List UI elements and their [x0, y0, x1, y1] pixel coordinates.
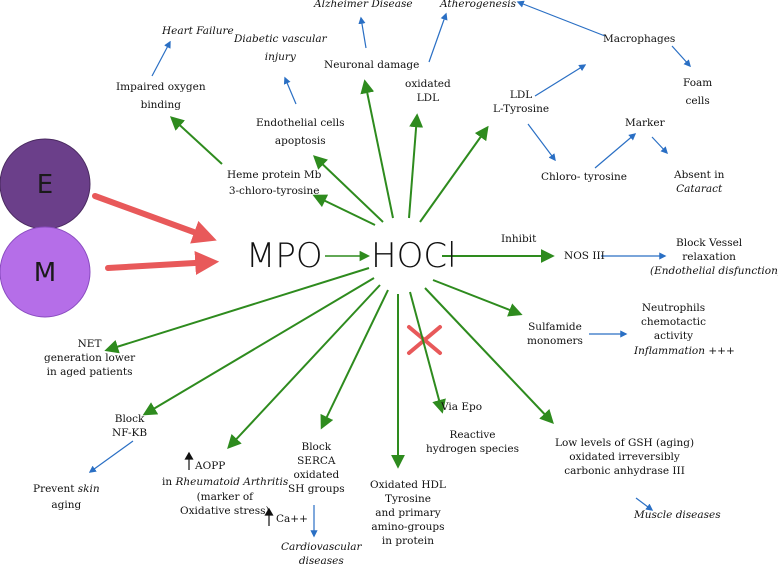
green-arrows: [104, 79, 555, 469]
atherogenesis-label: Atherogenesis: [440, 0, 516, 10]
red-arrows: [92, 193, 220, 275]
marker-label: Marker: [625, 117, 665, 129]
rheumatoid-label: in Rheumatoid Arthritis: [162, 476, 289, 488]
alzheimer-label: Alzheimer Disease: [314, 0, 413, 10]
heart-failure-label: Heart Failure: [162, 25, 234, 37]
muscle-diseases-label: Muscle diseases: [634, 509, 721, 521]
chloro-tyrosine-label: Chloro- tyrosine: [541, 171, 627, 183]
up-arrow-icons: [184, 451, 274, 526]
inhibit-label: Inhibit: [501, 233, 537, 245]
cross-icon: [407, 325, 442, 355]
m-letter: M: [34, 258, 56, 288]
inflammation-label: Inflammation +++: [634, 345, 735, 357]
m-circle: [0, 226, 91, 318]
hocl-label: HOCl: [371, 236, 457, 276]
neuronal-damage-label: Neuronal damage: [324, 59, 420, 71]
nos-iii-label: NOS III: [564, 250, 605, 262]
ca-label: Ca++: [276, 513, 308, 525]
e-letter: E: [37, 170, 53, 200]
red-arrow-m: [105, 250, 220, 275]
mpo-label: MPO: [246, 236, 323, 276]
via-epo-label: Via Epo: [441, 401, 483, 413]
macrophages-label: Macrophages: [603, 33, 676, 45]
red-arrow-e: [92, 193, 217, 244]
prevent-skin-label: Prevent skin aging: [33, 483, 100, 511]
aopp-label: AOPP: [195, 460, 226, 472]
blue-arrows: [88, 0, 691, 538]
endothelial-dysfunction-label: (Endothelial disfunction): [650, 265, 778, 277]
low-gsh-label: Low levels of GSH (aging)oxidated irreve…: [555, 437, 695, 477]
